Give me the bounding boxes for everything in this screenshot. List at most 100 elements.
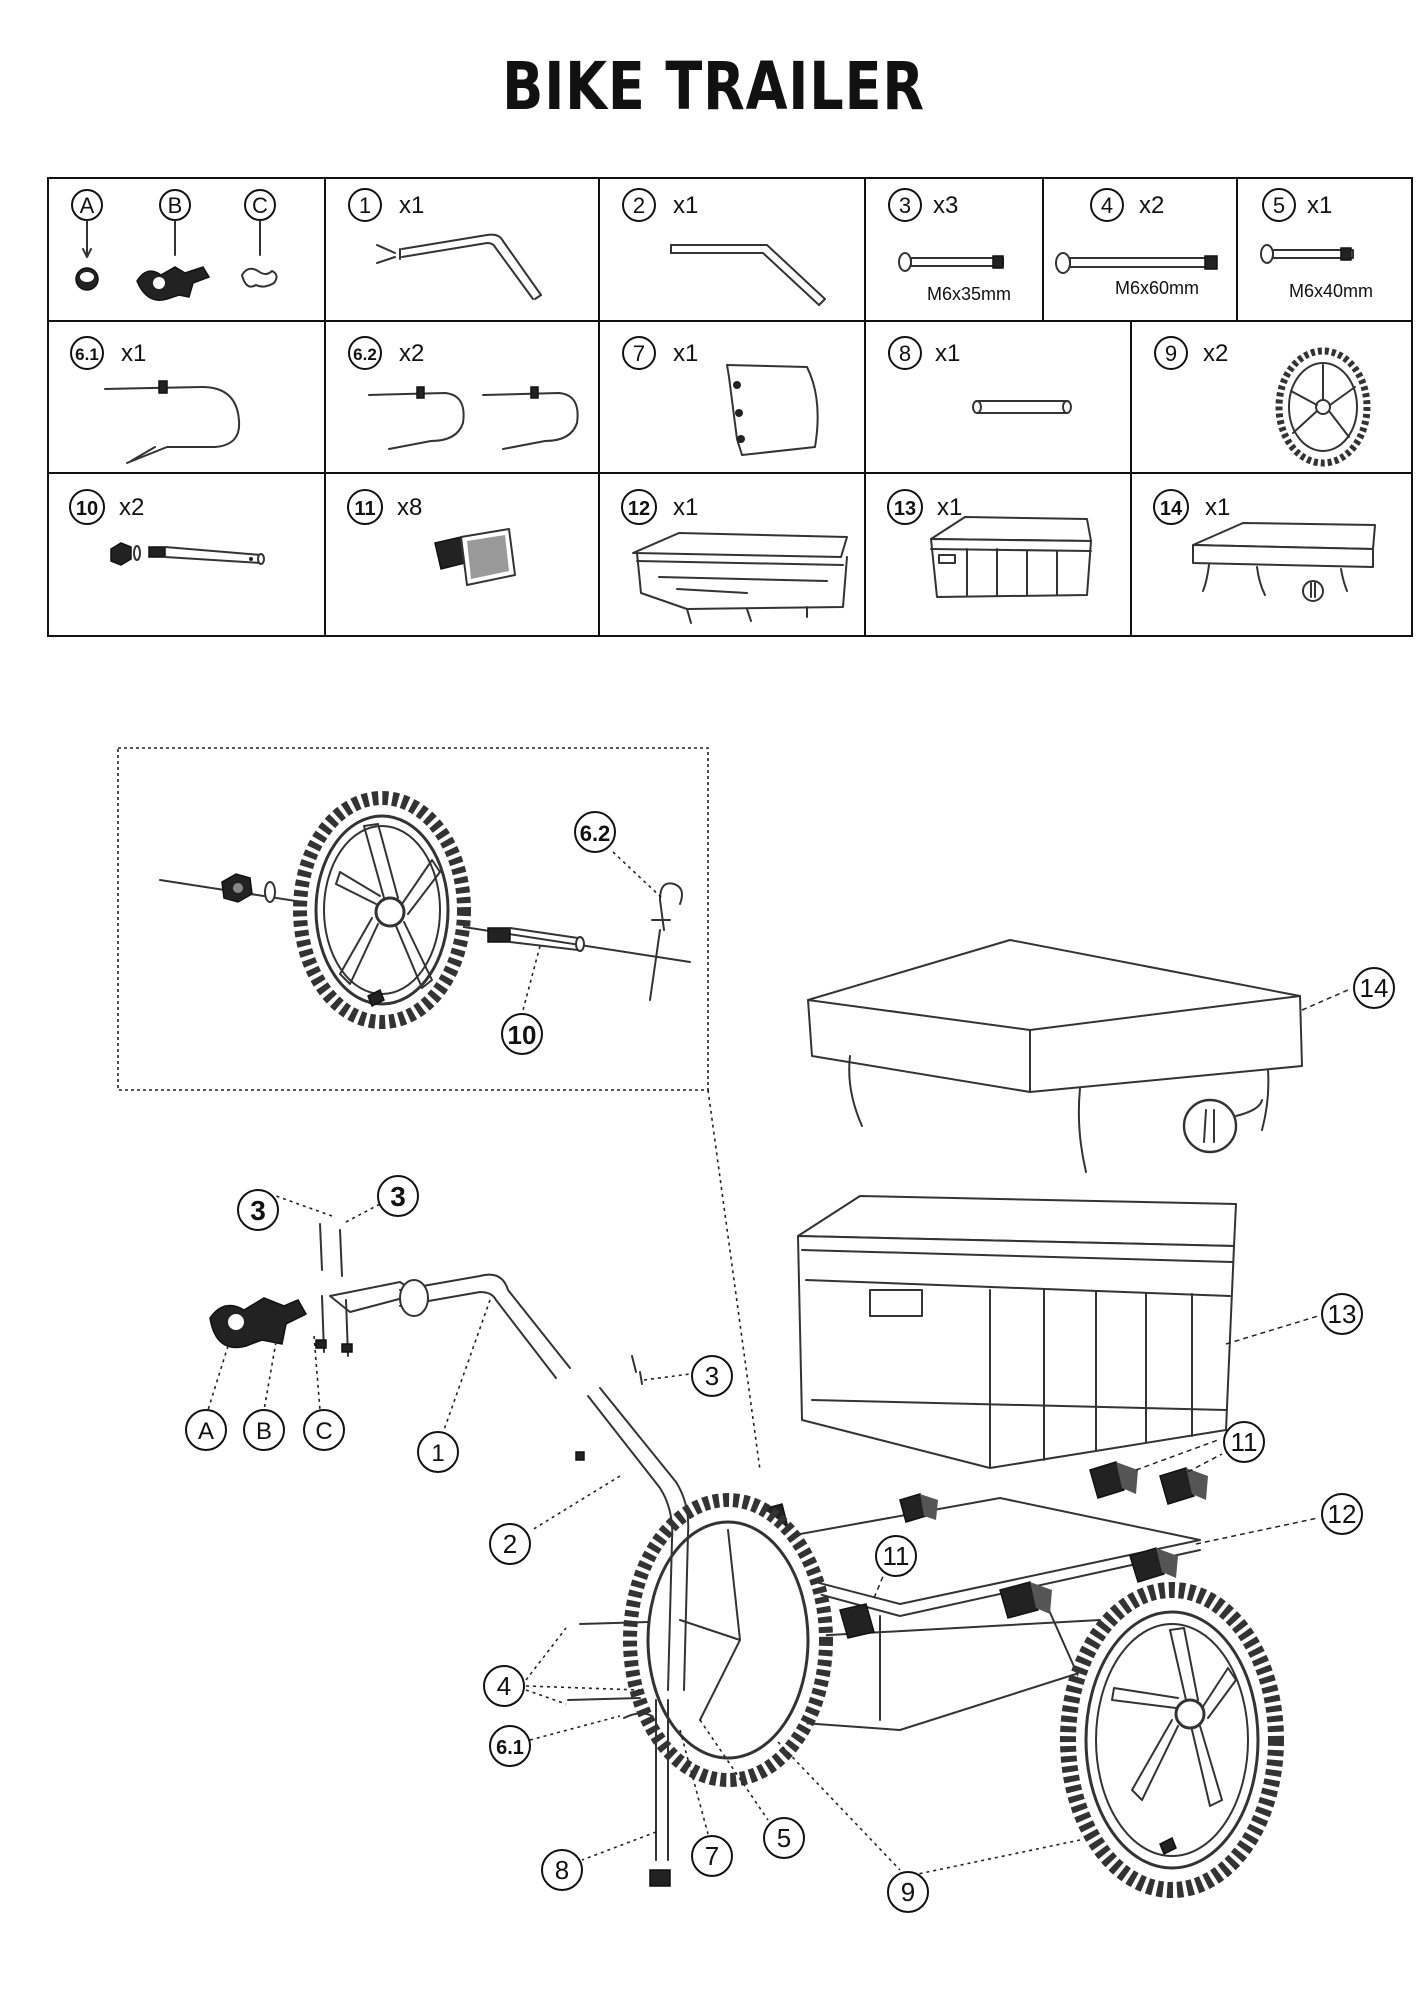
reflector-icon-1 — [899, 1493, 938, 1523]
part-5-bolt-icon — [1260, 244, 1354, 264]
part-c-clip-icon — [241, 267, 278, 288]
callout-2: 2 — [503, 1529, 517, 1559]
callout-7: 7 — [705, 1841, 719, 1871]
part-cell-11: 11 x8 — [347, 489, 516, 586]
part-cell-1: 1 x1 — [348, 188, 542, 300]
part-id-10: 10 — [76, 498, 98, 520]
callout-9: 9 — [901, 1877, 915, 1907]
part-id-9: 9 — [1165, 341, 1177, 366]
reflector-icon-2 — [1089, 1461, 1138, 1499]
part-a-ring-icon — [75, 267, 99, 291]
part-11-reflector-icon — [434, 528, 516, 586]
callout-11-top: 11 — [1231, 1427, 1258, 1457]
part-cell-14: 14 x1 — [1153, 489, 1376, 602]
left-wheel-part — [623, 1493, 833, 1787]
callout-4: 4 — [497, 1671, 511, 1701]
part-cell-9: 9 x2 — [1154, 336, 1371, 467]
callout-5: 5 — [777, 1823, 791, 1853]
right-wheel-part — [1060, 1582, 1284, 1898]
part-cell-10: 10 x2 — [69, 489, 265, 566]
detail-nut-icon — [221, 873, 253, 903]
part-2-tube-icon — [670, 244, 826, 306]
table-grid — [47, 177, 1413, 637]
callout-8: 8 — [555, 1855, 569, 1885]
part-cell-6-2: 6.2 x2 — [348, 336, 579, 450]
part-label-c: C — [244, 189, 276, 221]
bolt-stack-right — [339, 1229, 353, 1357]
wheel-detail-box: 10 6.2 — [117, 747, 761, 1471]
bolt-stack-left — [315, 1223, 327, 1353]
part-qty-5: x1 — [1307, 192, 1332, 219]
coupler-clamp-icon — [209, 1297, 308, 1349]
callout-14: 14 — [1360, 973, 1389, 1003]
part-cell-2: 2 x1 — [622, 188, 826, 306]
part-qty-8: x1 — [935, 340, 960, 367]
part-6-2-pin-icon-right — [482, 386, 579, 450]
detail-wheel-icon — [293, 791, 471, 1029]
part-qty-3: x3 — [933, 192, 958, 219]
tube-part: 3 2 — [489, 1355, 733, 1691]
reflector-icon-4 — [1129, 1547, 1178, 1583]
part-14-cover-icon — [1192, 522, 1376, 602]
callout-a: A — [198, 1418, 214, 1445]
part-13-crate-icon — [930, 516, 1092, 598]
part-qty-2: x1 — [673, 192, 698, 219]
part-qty-7: x1 — [673, 340, 698, 367]
reflector-icon-6 — [839, 1603, 875, 1639]
part-spec-5: M6x40mm — [1289, 281, 1373, 301]
part-id-13: 13 — [894, 498, 916, 520]
part-qty-13: x1 — [937, 494, 962, 521]
part-id-6-2: 6.2 — [353, 345, 377, 364]
part-id-1: 1 — [359, 193, 371, 218]
part-id-12: 12 — [628, 498, 650, 520]
parts-table: A B C 1 x1 2 x1 — [47, 177, 1413, 637]
part-b-clamp-icon — [136, 266, 211, 301]
detail-pin-icon — [649, 882, 683, 1001]
part-id-14: 14 — [1160, 498, 1183, 520]
part-qty-4: x2 — [1139, 192, 1164, 219]
callout-6-1: 6.1 — [496, 1737, 524, 1759]
drawbar-part: 3 3 A B C 1 — [185, 1175, 571, 1473]
callout-3-left: 3 — [250, 1195, 266, 1226]
part-qty-10: x2 — [119, 494, 144, 521]
callout-3-third: 3 — [705, 1361, 719, 1391]
part-4-bolt-icon — [1055, 252, 1218, 274]
part-id-2: 2 — [633, 193, 645, 218]
cover-part: 14 — [807, 939, 1395, 1173]
part-7-bracket-icon — [726, 364, 819, 456]
part-8-tube-icon — [972, 400, 1072, 414]
part-id-7: 7 — [633, 341, 645, 366]
part-id-3: 3 — [899, 193, 911, 218]
callout-12: 12 — [1328, 1499, 1357, 1529]
part-cell-3: 3 x3 M6x35mm — [888, 188, 1011, 304]
callout-11-mid: 11 — [883, 1541, 910, 1571]
part-id-8: 8 — [899, 341, 911, 366]
part-9-wheel-icon — [1275, 347, 1371, 467]
part-qty-9: x2 — [1203, 340, 1228, 367]
part-cell-8: 8 x1 — [888, 336, 1072, 414]
part-spec-4: M6x60mm — [1115, 278, 1199, 298]
detail-axle-icon — [487, 927, 585, 952]
part-cell-7: 7 x1 — [622, 336, 819, 456]
part-cell-12: 12 x1 — [621, 489, 848, 624]
part-cell-6-1: 6.1 x1 — [70, 336, 241, 464]
part-qty-12: x1 — [673, 494, 698, 521]
lower-parts: 4 6.1 8 7 5 9 — [483, 1621, 1081, 1913]
part-3-bolt-icon — [898, 252, 1004, 272]
part-10-axle-icon — [110, 542, 265, 566]
part-cell-abc: A B C — [71, 189, 278, 301]
page-title: BIKE TRAILER — [502, 48, 925, 125]
part-qty-1: x1 — [399, 192, 424, 219]
callout-detail-6-2: 6.2 — [580, 821, 611, 846]
part-6-1-pin-icon — [104, 380, 241, 464]
reflector-icon-3 — [1159, 1467, 1208, 1505]
part-label-b: B — [159, 189, 191, 221]
part-id-c: C — [252, 193, 268, 218]
part-cell-5: 5 x1 M6x40mm — [1260, 188, 1373, 301]
part-qty-11: x8 — [397, 494, 422, 521]
callout-13: 13 — [1328, 1299, 1357, 1329]
callout-b: B — [256, 1418, 272, 1445]
part-label-a: A — [71, 189, 103, 221]
part-1-drawbar-icon — [376, 233, 542, 300]
part-id-5: 5 — [1273, 193, 1285, 218]
